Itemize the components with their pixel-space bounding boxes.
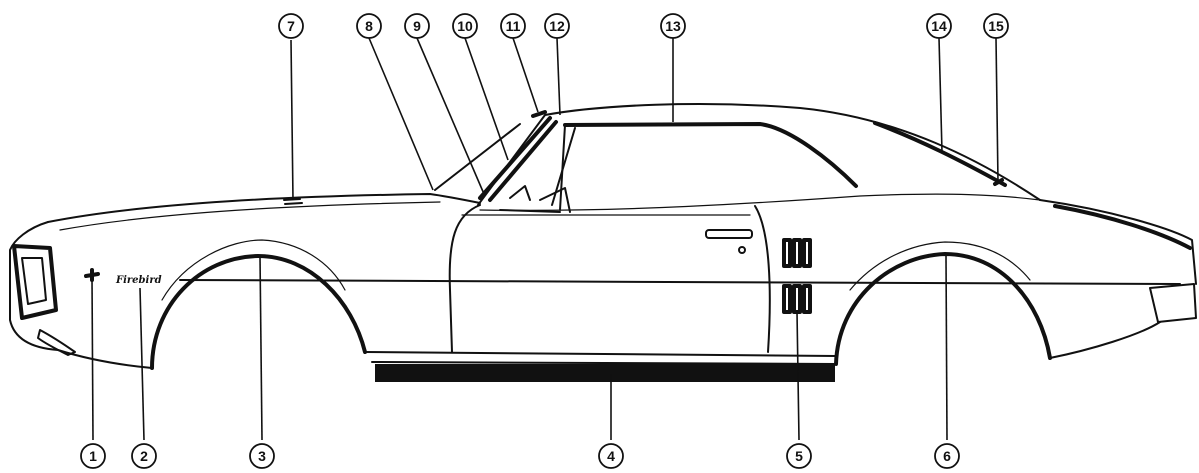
rocker-molding [375, 364, 835, 382]
callout-7: 7 [278, 13, 304, 39]
callout-8: 8 [356, 13, 382, 39]
callout-14: 14 [926, 13, 952, 39]
callout-number-1: 1 [89, 448, 97, 464]
callout-10: 10 [452, 13, 478, 39]
callout-3: 3 [249, 443, 275, 469]
callout-9: 9 [404, 13, 430, 39]
callout-number-14: 14 [931, 18, 947, 34]
callout-number-4: 4 [607, 448, 615, 464]
callout-number-7: 7 [287, 18, 295, 34]
callout-1: 1 [80, 443, 106, 469]
callout-15: 15 [983, 13, 1009, 39]
callout-number-11: 11 [506, 18, 521, 34]
callout-number-13: 13 [665, 18, 681, 34]
callout-number-6: 6 [943, 448, 951, 464]
callout-number-15: 15 [988, 18, 1004, 34]
door-lock [738, 246, 746, 254]
callout-12: 12 [544, 13, 570, 39]
badge-text: Firebird [115, 275, 162, 286]
callout-13: 13 [660, 13, 686, 39]
callout-6: 6 [934, 443, 960, 469]
door-handle [705, 229, 753, 239]
callout-number-10: 10 [457, 18, 473, 34]
callout-number-12: 12 [549, 18, 565, 34]
callout-number-8: 8 [365, 18, 373, 34]
fender-vents [782, 238, 812, 314]
callout-number-2: 2 [140, 448, 148, 464]
callout-number-9: 9 [413, 18, 421, 34]
front-badge: Firebird [84, 268, 162, 286]
callout-5: 5 [786, 443, 812, 469]
callout-2: 2 [131, 443, 157, 469]
callout-number-3: 3 [258, 448, 266, 464]
callout-4: 4 [598, 443, 624, 469]
callout-number-5: 5 [795, 448, 803, 464]
callout-11: 11 [500, 13, 526, 39]
car-body [9, 103, 1197, 382]
leader-lines [91, 37, 999, 441]
